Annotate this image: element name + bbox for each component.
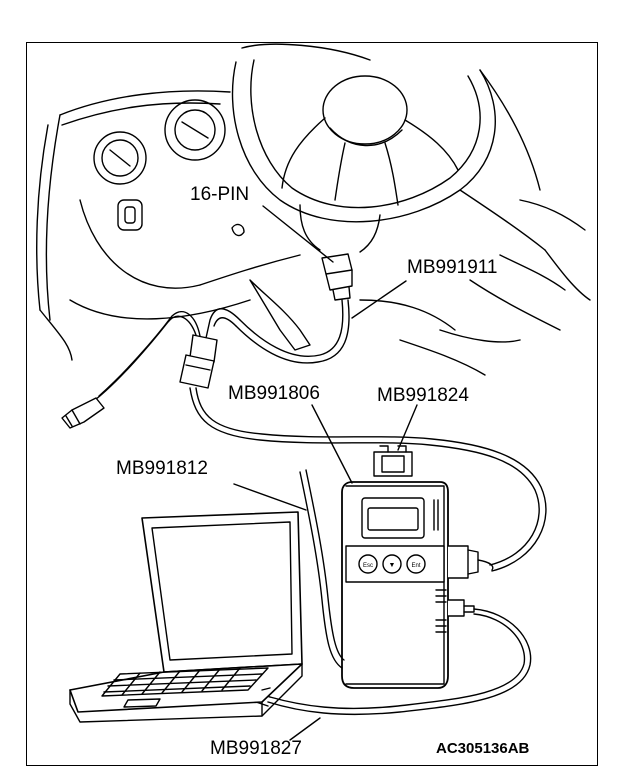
label-mb991827: MB991827 [210, 738, 302, 759]
figure-code: AC305136AB [436, 740, 530, 757]
mb991911-cable [235, 205, 407, 364]
dashboard-illustration [36, 43, 591, 376]
label-mb991824: MB991824 [377, 385, 469, 406]
mb991812-cable [233, 469, 345, 669]
mb991806-splitter [61, 308, 547, 572]
label-mb991812: MB991812 [116, 458, 208, 479]
laptop-illustration [69, 511, 303, 723]
figure-frame [26, 42, 598, 766]
vci-device-illustration [311, 404, 494, 689]
label-16-pin: 16-PIN [190, 184, 250, 205]
label-mb991806: MB991806 [228, 383, 320, 404]
label-mb991911: MB991911 [407, 257, 498, 278]
